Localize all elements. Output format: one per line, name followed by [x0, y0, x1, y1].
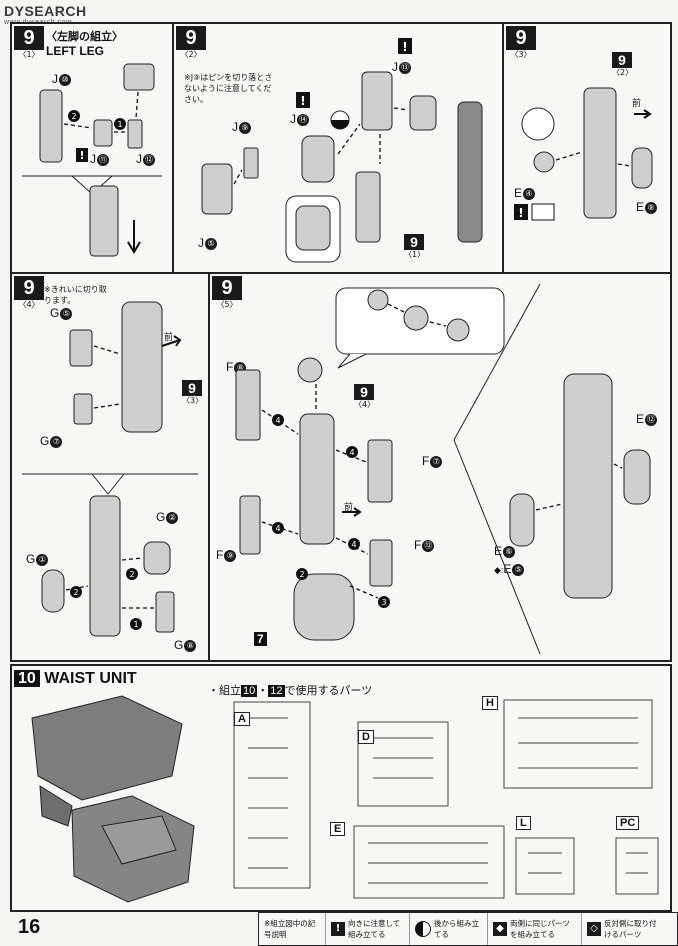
waist-unit-illustration — [31, 695, 195, 903]
svg-text:3: 3 — [381, 598, 386, 607]
runner-label-l: L — [516, 816, 531, 830]
svg-text:4: 4 — [275, 416, 280, 425]
svg-text:!: ! — [402, 40, 407, 54]
step-9-5-panel: 9 〈5〉 F④ J④ J③ F⑧ F⑦ F⑨ F⑫ 9 〈4〉 前 7 E⑫ … — [208, 272, 672, 662]
svg-text:4: 4 — [351, 540, 356, 549]
legend-title: ※組立図中の記号説明 — [259, 913, 326, 945]
legend-item-both-sides: ◆ 両側に同じパーツを組み立てる — [488, 913, 582, 945]
step-badge: 9 〈3〉 — [506, 26, 536, 60]
both-sides-icon: ◆ — [493, 922, 507, 936]
step-badge: 9 〈1〉 — [14, 26, 44, 60]
legend-item-opposite: ◇ 反対側に取り付けるパーツ — [582, 913, 665, 945]
exclamation-icon: ! — [331, 922, 345, 936]
legend-item-later: 後から組み立てる — [410, 913, 488, 945]
step-note: ※きれいに切り取ります。 — [44, 285, 107, 305]
svg-text:1: 1 — [133, 620, 138, 629]
ref-badge: 9 〈2〉 — [612, 52, 634, 77]
step-badge: 9 〈5〉 — [212, 276, 242, 310]
opposite-side-icon: ◇ — [587, 922, 601, 936]
front-label: 前 — [164, 332, 174, 342]
svg-text:!: ! — [79, 149, 84, 162]
runner-label-d: D — [358, 730, 374, 744]
step-badge: 9 〈2〉 — [176, 26, 206, 60]
symbol-legend: ※組立図中の記号説明 ! 向きに注意して組み立てる 後から組み立てる ◆ 両側に… — [258, 912, 678, 946]
page-number: 16 — [18, 916, 41, 938]
svg-text:2: 2 — [71, 112, 76, 121]
leg-diagram-5: 4 4 4 4 3 2 — [235, 283, 651, 655]
svg-text:2: 2 — [299, 570, 304, 579]
front-label: 前 — [632, 98, 642, 108]
runner-label-pc: PC — [616, 816, 640, 830]
step-title-jp: 〈左脚の組立〉 — [46, 31, 123, 43]
leg-diagram-3: ! — [514, 87, 653, 221]
runner-label-h: H — [482, 696, 498, 710]
runner-grid — [233, 699, 659, 899]
half-circle-icon — [415, 921, 431, 937]
svg-text:!: ! — [518, 206, 523, 220]
watermark: DYSEARCH www.dysearch.com — [4, 3, 87, 26]
step-badge: 9 〈4〉 — [14, 276, 44, 310]
ref-badge: 9 〈4〉 — [354, 384, 376, 409]
ref-badge: 9 〈3〉 — [182, 380, 204, 405]
svg-text:2: 2 — [129, 570, 134, 579]
svg-text:4: 4 — [349, 448, 354, 457]
svg-text:!: ! — [300, 94, 305, 108]
step-note: ※J⑨はピンを切り落とさないように注意してください。 — [184, 73, 273, 104]
leg-diagram-1: 2 1 ! — [22, 63, 162, 257]
step-title-en: LEFT LEG — [46, 44, 104, 58]
svg-text:2: 2 — [73, 588, 78, 597]
base-part-label: 7 — [254, 632, 267, 646]
leg-diagram-2: ! ! — [201, 38, 483, 263]
leg-diagram-4: 2 2 1 — [22, 301, 198, 637]
svg-text:4: 4 — [275, 524, 280, 533]
step-10-heading: 10 WAIST UNIT — [14, 670, 137, 688]
svg-text:1: 1 — [117, 120, 122, 129]
legend-item-orientation: ! 向きに注意して組み立てる — [326, 913, 410, 945]
ref-badge: 9 〈1〉 — [404, 234, 426, 259]
runner-label-a: A — [234, 712, 250, 726]
front-label: 前 — [344, 502, 354, 512]
runner-label-e: E — [330, 822, 346, 836]
